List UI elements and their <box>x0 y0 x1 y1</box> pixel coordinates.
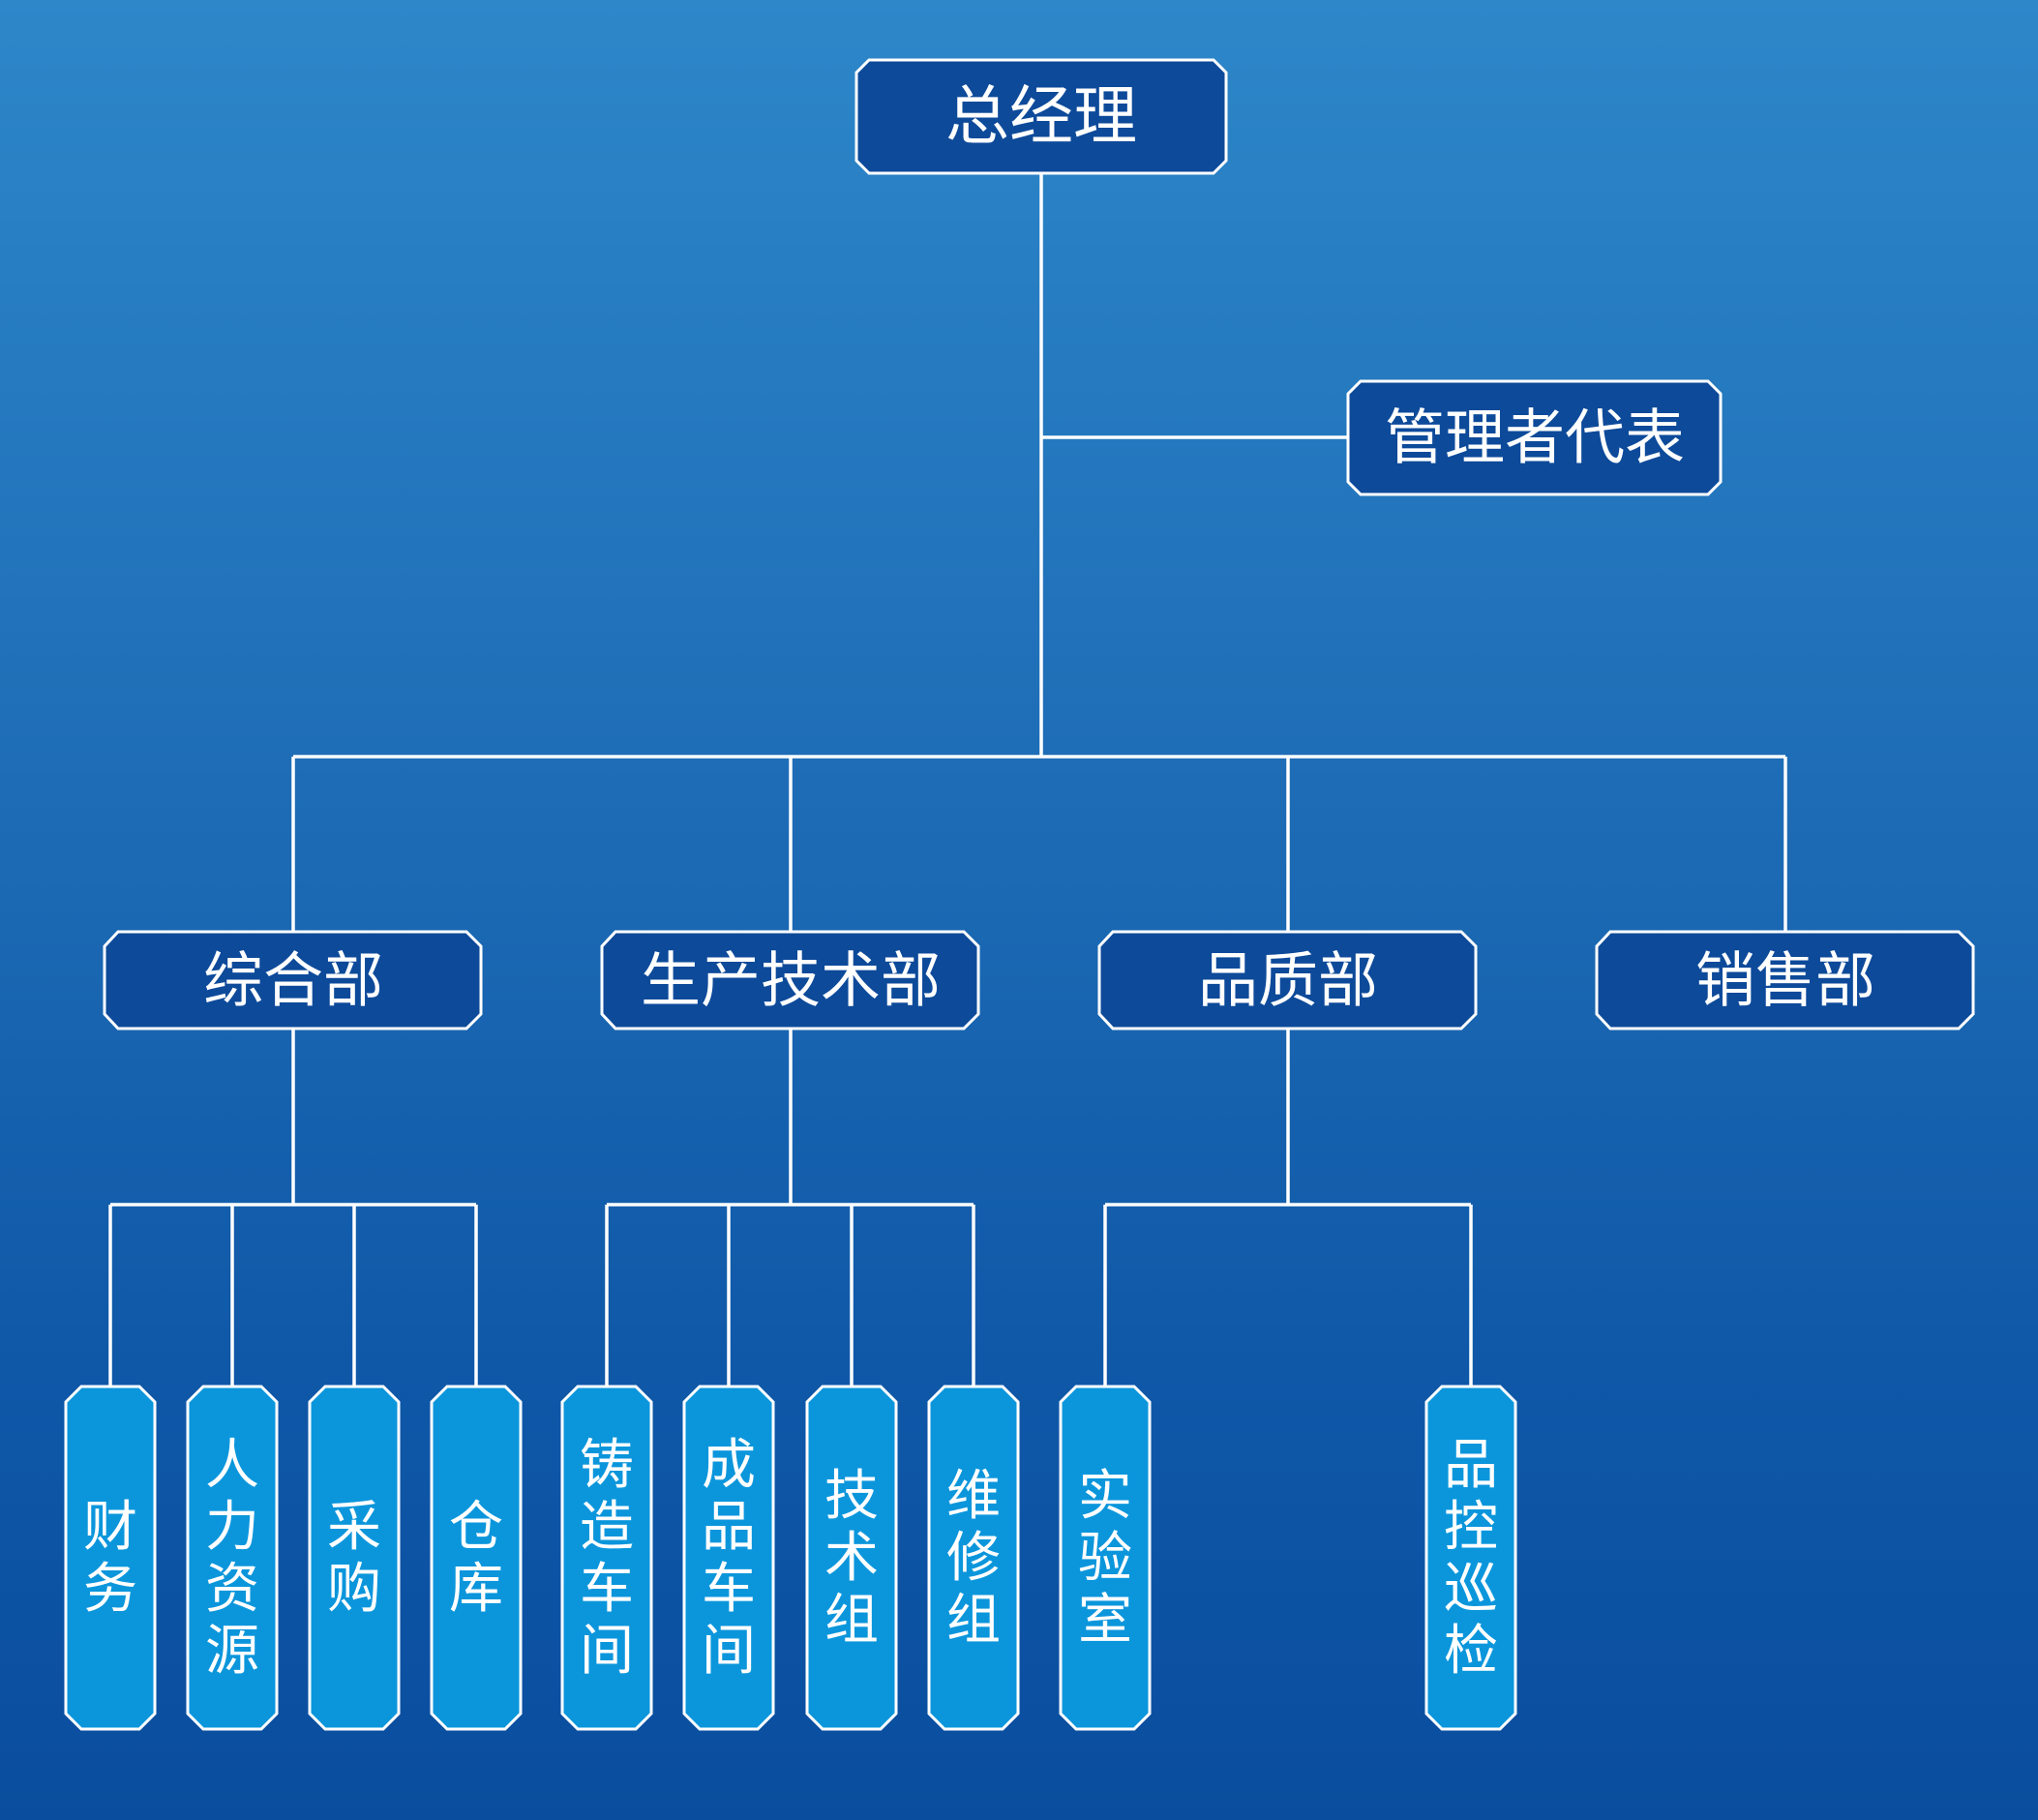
node-label-management-representative: 管理者代表 <box>1385 403 1685 473</box>
node-label-char: 财 <box>83 1496 137 1559</box>
node-box <box>682 1385 775 1731</box>
node-label-char: 造 <box>580 1496 634 1559</box>
node-label-department: 销售部 <box>1695 945 1875 1016</box>
node-label-char: 人 <box>205 1434 259 1497</box>
node-label-char: 技 <box>824 1465 879 1528</box>
node-label-char: 力 <box>205 1496 259 1559</box>
node-label-char: 维 <box>946 1465 1001 1528</box>
node-box <box>186 1385 279 1731</box>
node-box <box>1097 930 1478 1030</box>
node-label-unit: 实验室 <box>1078 1465 1132 1652</box>
node-label-department: 品质部 <box>1198 945 1378 1016</box>
node-unit: 品控巡检 <box>1424 1385 1517 1731</box>
node-box <box>560 1385 653 1731</box>
node-label-char: 车 <box>580 1558 634 1621</box>
node-label-char: 成 <box>702 1434 756 1497</box>
node-label-char: 铸 <box>580 1434 634 1497</box>
node-unit: 铸造车间 <box>560 1385 653 1731</box>
node-box <box>64 1385 157 1731</box>
node-label-unit: 仓库 <box>449 1496 503 1621</box>
node-label-char: 组 <box>946 1589 1001 1652</box>
node-label-unit: 采购 <box>327 1496 381 1621</box>
node-label-char: 库 <box>449 1558 503 1621</box>
node-label-char: 车 <box>702 1558 756 1621</box>
node-label-char: 仓 <box>449 1496 503 1559</box>
node-label-unit: 财务 <box>83 1496 137 1621</box>
node-label-char: 品 <box>1444 1434 1498 1497</box>
node-label-char: 术 <box>824 1527 879 1590</box>
node-label-char: 巡 <box>1444 1558 1498 1621</box>
node-label-unit: 技术组 <box>824 1465 879 1652</box>
node-box <box>430 1385 523 1731</box>
node-label-char: 室 <box>1078 1589 1132 1652</box>
node-label-char: 购 <box>327 1558 381 1621</box>
node-label-char: 间 <box>702 1620 756 1683</box>
node-unit: 实验室 <box>1059 1385 1152 1731</box>
node-department: 生产技术部 <box>600 930 980 1030</box>
node-label-unit: 成品车间 <box>702 1434 756 1683</box>
node-label-unit: 铸造车间 <box>580 1434 634 1683</box>
node-box <box>103 930 483 1030</box>
node-department: 综合部 <box>103 930 483 1030</box>
node-unit: 仓库 <box>430 1385 523 1731</box>
node-unit: 人力资源 <box>186 1385 279 1731</box>
node-label-char: 采 <box>327 1496 381 1559</box>
node-box <box>1346 379 1723 496</box>
node-label-char: 实 <box>1078 1465 1132 1528</box>
node-box <box>600 930 980 1030</box>
node-unit: 维修组 <box>927 1385 1020 1731</box>
node-box <box>1424 1385 1517 1731</box>
node-label-department: 生产技术部 <box>641 945 941 1016</box>
node-label-char: 资 <box>205 1558 259 1621</box>
node-department: 品质部 <box>1097 930 1478 1030</box>
node-label-unit: 维修组 <box>946 1465 1001 1652</box>
node-label-char: 修 <box>946 1527 1001 1590</box>
node-label-unit: 人力资源 <box>205 1434 259 1683</box>
node-unit: 采购 <box>308 1385 401 1731</box>
node-box <box>854 58 1228 175</box>
node-general-manager: 总经理 <box>854 58 1228 175</box>
node-unit: 财务 <box>64 1385 157 1731</box>
node-management-representative: 管理者代表 <box>1346 379 1723 496</box>
node-label-char: 源 <box>205 1620 259 1683</box>
node-label-general-manager: 总经理 <box>945 79 1137 154</box>
connector-lines <box>108 173 1787 1387</box>
node-department: 销售部 <box>1595 930 1975 1030</box>
node-label-unit: 品控巡检 <box>1444 1434 1498 1683</box>
node-box <box>805 1385 898 1731</box>
node-box <box>1059 1385 1152 1731</box>
node-label-char: 验 <box>1078 1527 1132 1590</box>
node-label-char: 务 <box>83 1558 137 1621</box>
node-label-department: 综合部 <box>203 945 383 1016</box>
node-label-char: 控 <box>1444 1496 1498 1559</box>
node-label-char: 组 <box>824 1589 879 1652</box>
node-label-char: 品 <box>702 1496 756 1559</box>
node-unit: 技术组 <box>805 1385 898 1731</box>
node-label-char: 间 <box>580 1620 634 1683</box>
node-label-char: 检 <box>1444 1620 1498 1683</box>
node-unit: 成品车间 <box>682 1385 775 1731</box>
node-box <box>1595 930 1975 1030</box>
node-box <box>308 1385 401 1731</box>
node-box <box>927 1385 1020 1731</box>
